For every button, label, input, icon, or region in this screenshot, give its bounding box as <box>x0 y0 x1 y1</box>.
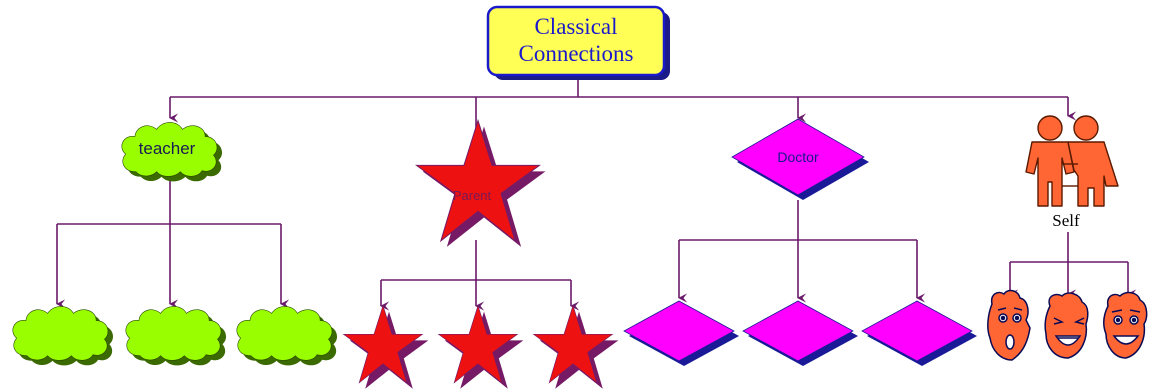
doctor-children <box>623 300 977 366</box>
title-box: Classical Connections <box>486 5 670 80</box>
doctor-child-diamond-3 <box>861 300 973 362</box>
teacher-children <box>12 305 338 366</box>
laughing-face-icon <box>1044 292 1089 359</box>
parent-children <box>343 305 619 389</box>
doctor-child-diamond-2 <box>742 300 854 362</box>
doctor-child-diamond-1 <box>623 300 735 362</box>
teacher-child-cloud-1 <box>12 305 109 361</box>
title-box-frame <box>486 5 666 77</box>
self-node: Self <box>1025 115 1119 230</box>
teacher-child-cloud-2 <box>125 305 222 361</box>
parent-label: Parent <box>453 188 492 203</box>
self-label: Self <box>1052 211 1080 230</box>
self-children <box>987 289 1148 361</box>
doctor-label: Doctor <box>777 149 819 165</box>
teacher-child-cloud-3 <box>236 305 333 361</box>
smiling-face-icon <box>1103 291 1148 359</box>
teacher-node: teacher <box>121 121 223 182</box>
connectors <box>56 78 1137 311</box>
title-line-1: Classical <box>534 14 617 39</box>
title-line-2: Connections <box>519 41 634 66</box>
teacher-label: teacher <box>139 139 196 158</box>
doctor-node: Doctor <box>731 118 869 200</box>
parent-node: Parent <box>415 119 546 247</box>
surprised-face-icon <box>987 289 1031 361</box>
people-icon <box>1025 115 1119 207</box>
doctor-diamond <box>731 118 865 196</box>
